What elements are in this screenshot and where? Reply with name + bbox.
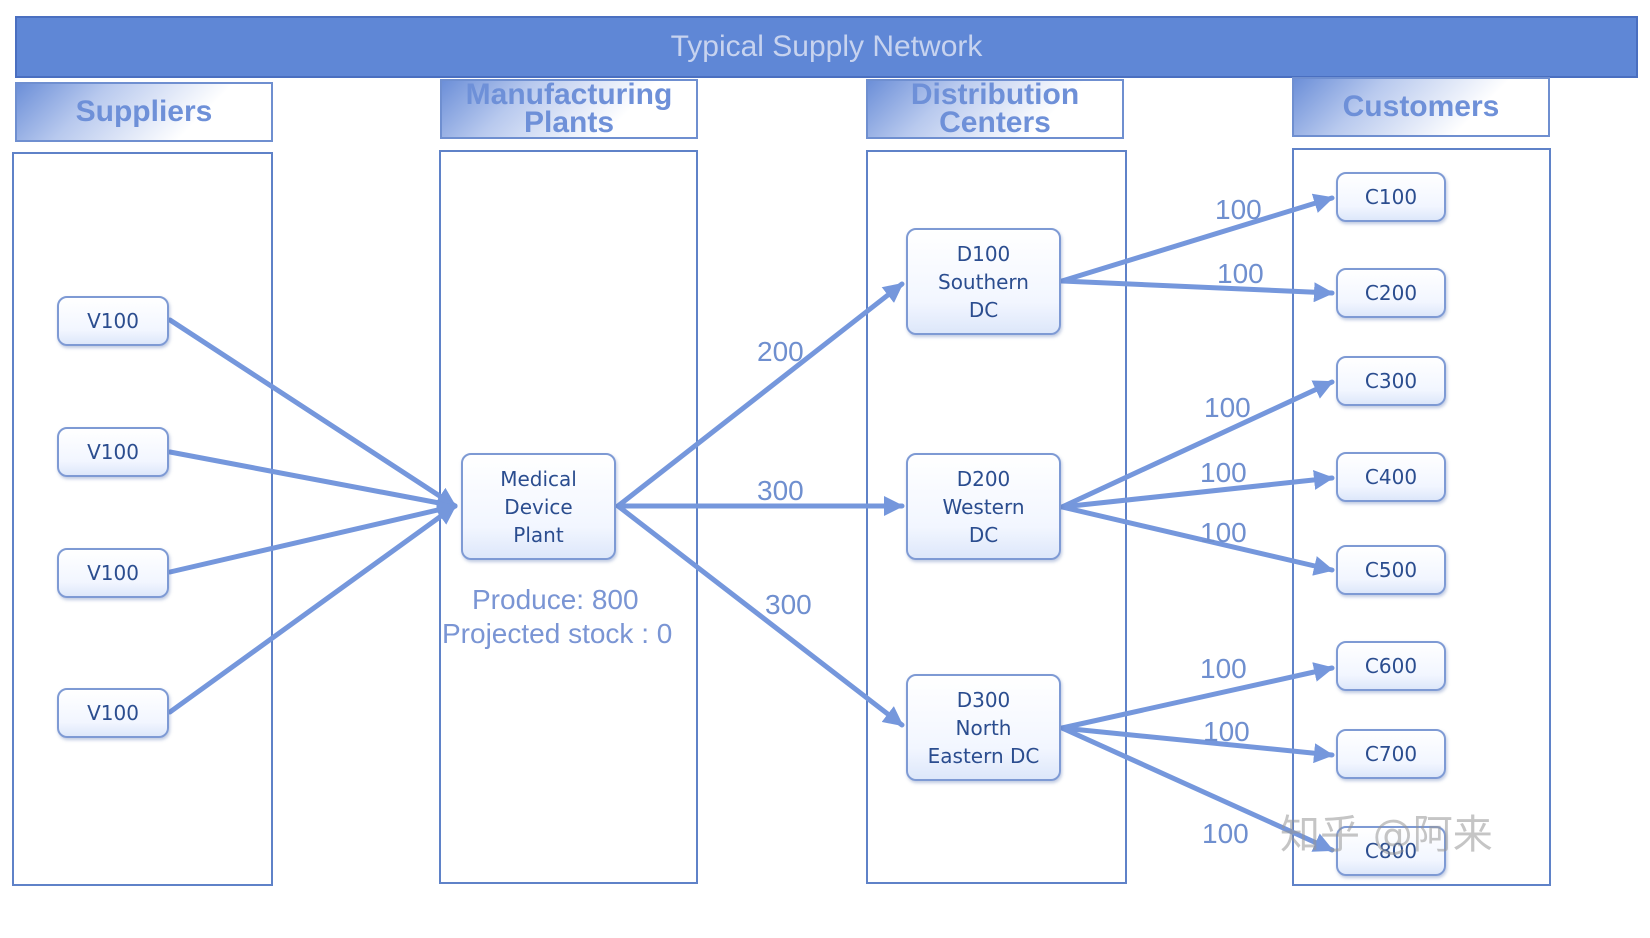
flow-label-plant-d300: 300 bbox=[765, 589, 812, 620]
arrow-v100-3-to-plant bbox=[167, 500, 458, 575]
customer-label: C500 bbox=[1364, 558, 1418, 582]
supplier-label: V100 bbox=[87, 309, 139, 333]
arrow-v100-1-to-plant bbox=[167, 317, 458, 509]
dcs-column bbox=[866, 150, 1127, 884]
flow-label-plant-d200: 300 bbox=[757, 475, 804, 506]
flow-label-d200-c300: 100 bbox=[1204, 392, 1251, 423]
supplier-label: V100 bbox=[87, 440, 139, 464]
customer-node-c300[interactable]: C300 bbox=[1336, 356, 1446, 406]
flow-label-d300-c700: 100 bbox=[1203, 716, 1250, 747]
customer-node-c500[interactable]: C500 bbox=[1336, 545, 1446, 595]
dc-line3: Eastern DC bbox=[927, 743, 1040, 768]
flow-label-d300-c600: 100 bbox=[1200, 653, 1247, 684]
customer-node-c200[interactable]: C200 bbox=[1336, 268, 1446, 318]
plant-line2: Device bbox=[504, 494, 573, 519]
dcs-header-line2: Centers bbox=[939, 106, 1051, 139]
plants-header-line1: Manufacturing bbox=[465, 78, 673, 111]
arrow-plant-to-d100 bbox=[615, 281, 905, 509]
arrow-d300-to-c600 bbox=[1059, 662, 1335, 731]
flow-label-d200-c500: 100 bbox=[1200, 517, 1247, 548]
plant-node[interactable]: Medical Device Plant bbox=[461, 453, 616, 560]
diagram-title: Typical Supply Network bbox=[670, 30, 983, 63]
dc-line2: North bbox=[955, 715, 1012, 740]
plants-header-line2: Plants bbox=[523, 106, 614, 139]
supplier-node[interactable]: V100 bbox=[57, 688, 169, 738]
dc-node-d100[interactable]: D100 Southern DC bbox=[906, 228, 1061, 335]
arrow-d100-to-c100 bbox=[1059, 193, 1335, 284]
customer-node-c400[interactable]: C400 bbox=[1336, 452, 1446, 502]
arrow-v100-4-to-plant bbox=[167, 503, 458, 715]
arrow-v100-2-to-plant bbox=[167, 449, 458, 513]
arrow-d200-to-c500 bbox=[1059, 504, 1335, 576]
customer-label: C600 bbox=[1364, 654, 1418, 678]
arrow-d200-to-c400 bbox=[1059, 469, 1335, 510]
customer-label: C200 bbox=[1364, 281, 1418, 305]
suppliers-header-label: Suppliers bbox=[75, 95, 213, 128]
customer-label: C300 bbox=[1364, 369, 1418, 393]
dc-node-d300[interactable]: D300 North Eastern DC bbox=[906, 674, 1061, 781]
customer-label: C400 bbox=[1364, 465, 1418, 489]
dc-line3: DC bbox=[968, 522, 999, 547]
watermark: 知乎 @阿来 bbox=[1280, 812, 1493, 858]
arrow-d300-to-c800 bbox=[1059, 725, 1335, 853]
arrow-d200-to-c300 bbox=[1059, 379, 1335, 510]
suppliers-column bbox=[12, 152, 273, 886]
customers-header-label: Customers bbox=[1342, 90, 1500, 123]
flow-label-d200-c400: 100 bbox=[1200, 457, 1247, 488]
arrow-plant-to-d300 bbox=[615, 503, 905, 728]
arrow-d300-to-c700 bbox=[1059, 725, 1335, 764]
dcs-header-line1: Distribution bbox=[910, 78, 1080, 111]
supplier-node[interactable]: V100 bbox=[57, 548, 169, 598]
customer-label: C800 bbox=[1364, 839, 1418, 863]
flow-label-d100-c200: 100 bbox=[1217, 258, 1264, 289]
plants-header: Manufacturing Plants bbox=[440, 79, 698, 139]
flow-label-d100-c100: 100 bbox=[1215, 194, 1262, 225]
supplier-node[interactable]: V100 bbox=[57, 296, 169, 346]
dc-line2: Western bbox=[942, 494, 1025, 519]
customer-label: C700 bbox=[1364, 742, 1418, 766]
supplier-node[interactable]: V100 bbox=[57, 427, 169, 477]
plant-projected-stock-label: Projected stock : 0 bbox=[442, 618, 673, 649]
customers-column bbox=[1292, 148, 1551, 886]
plant-line1: Medical bbox=[500, 466, 577, 491]
dc-node-d200[interactable]: D200 Western DC bbox=[906, 453, 1061, 560]
dc-line1: D100 bbox=[956, 241, 1011, 266]
diagram-title-banner: Typical Supply Network bbox=[15, 16, 1638, 78]
plant-produce-label: Produce: 800 bbox=[472, 584, 639, 615]
customer-label: C100 bbox=[1364, 185, 1418, 209]
dc-line2: Southern bbox=[938, 269, 1029, 294]
supplier-label: V100 bbox=[87, 561, 139, 585]
supplier-label: V100 bbox=[87, 701, 139, 725]
customers-header: Customers bbox=[1292, 77, 1550, 137]
customer-node-c700[interactable]: C700 bbox=[1336, 729, 1446, 779]
customer-node-c800[interactable]: C800 bbox=[1336, 826, 1446, 876]
dcs-header: Distribution Centers bbox=[866, 79, 1124, 139]
arrow-d100-to-c200 bbox=[1059, 278, 1335, 303]
dc-line1: D300 bbox=[956, 687, 1011, 712]
suppliers-header: Suppliers bbox=[15, 82, 273, 142]
dc-line3: DC bbox=[968, 297, 999, 322]
flow-label-d300-c800: 100 bbox=[1202, 818, 1249, 849]
dc-line1: D200 bbox=[956, 466, 1011, 491]
customer-node-c600[interactable]: C600 bbox=[1336, 641, 1446, 691]
plant-line3: Plant bbox=[513, 522, 564, 547]
flow-label-plant-d100: 200 bbox=[757, 336, 804, 367]
customer-node-c100[interactable]: C100 bbox=[1336, 172, 1446, 222]
